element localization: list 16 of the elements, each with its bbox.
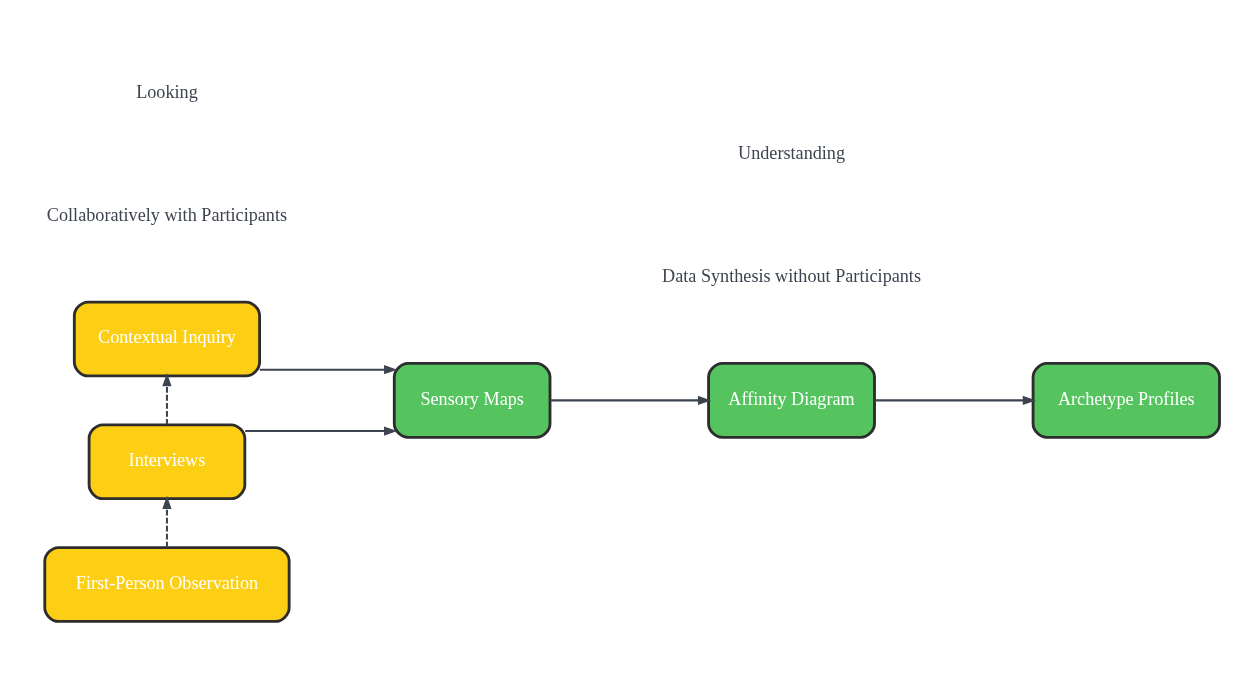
node-box: Contextual Inquiry (72, 300, 262, 377)
node-box: Archetype Profiles (1031, 361, 1221, 439)
arrow (162, 372, 172, 425)
label: Looking (136, 81, 198, 102)
arrow (245, 425, 398, 436)
label: Collaboratively with Participants (46, 204, 288, 225)
node-box: First-Person Observation (43, 545, 291, 623)
label: Data Synthesis without Participants (662, 265, 922, 286)
arrow (259, 364, 398, 374)
arrow (550, 395, 712, 405)
node-box: Interviews (87, 422, 247, 500)
node-box: Affinity Diagram (707, 361, 876, 439)
node-box: Sensory Maps (392, 361, 552, 439)
arrow (162, 495, 172, 547)
label: Understanding (738, 142, 846, 163)
arrow (874, 395, 1036, 405)
